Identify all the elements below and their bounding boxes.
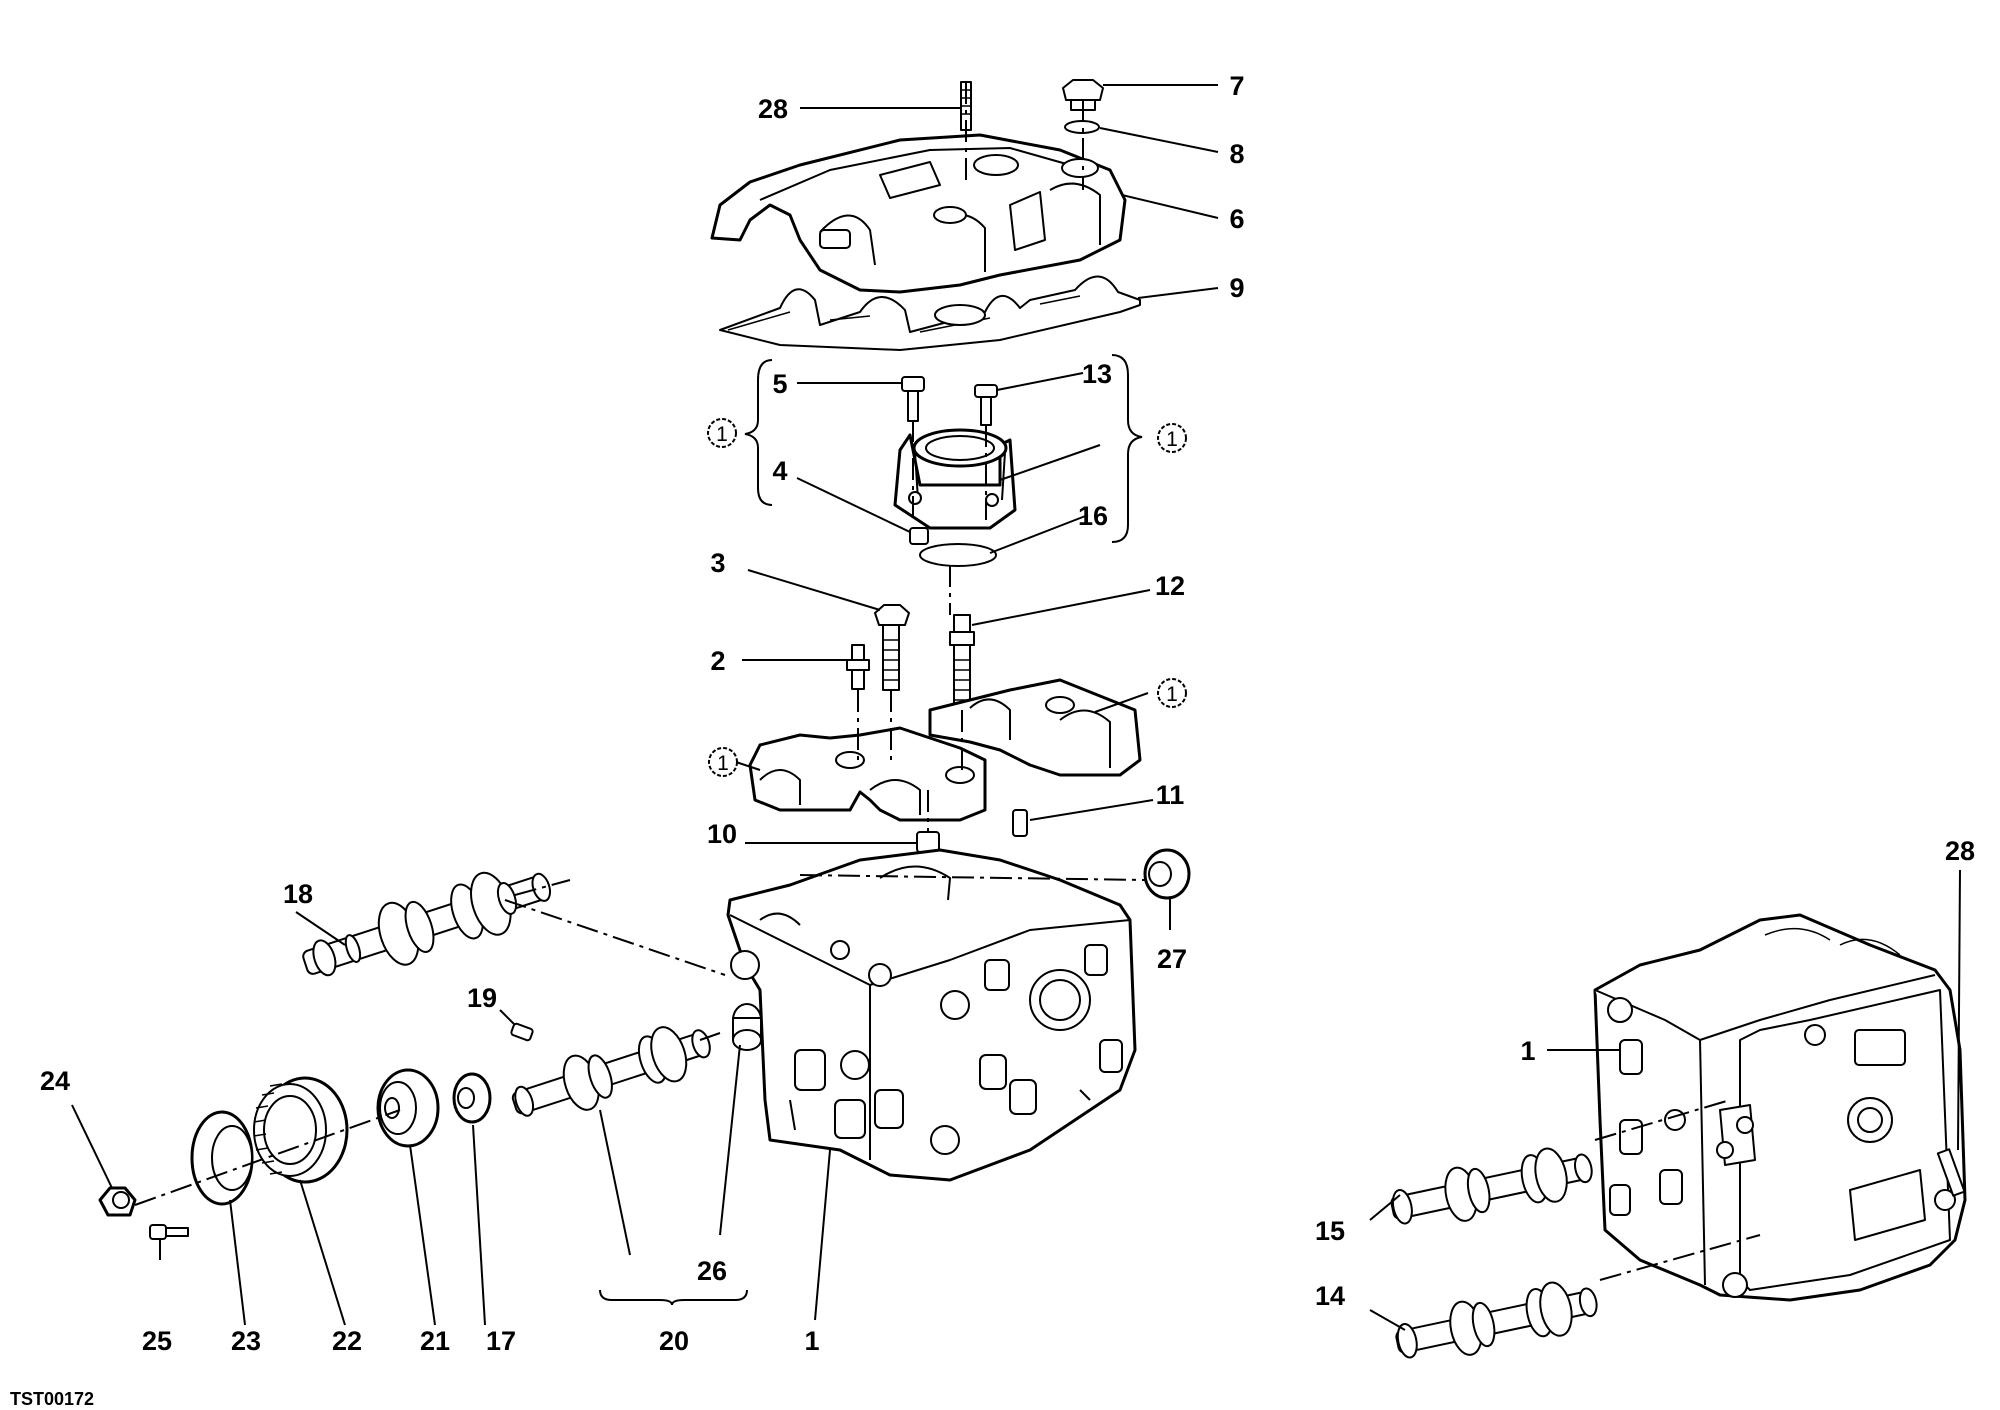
studs-and-bolts: [510, 79, 1104, 1042]
callout-labels: 28 7 8 6 9 5 13 4 16 3 12 2 11 10 18 27 …: [40, 71, 1975, 1356]
callout-1: 1: [804, 1326, 819, 1356]
cylinder-head-rear-view: [1593, 913, 1967, 1302]
callout-6: 6: [1229, 204, 1244, 234]
hub-21: [376, 1068, 440, 1148]
spacer-17: [452, 1072, 492, 1124]
camshaft-rear-lower: [1395, 1281, 1598, 1359]
leader-lines: [71, 84, 1961, 1331]
callout-5: 5: [772, 369, 787, 399]
group-bracket-right: [1111, 354, 1143, 543]
callout-19: 19: [467, 983, 497, 1013]
circled-note-1: 1: [707, 418, 737, 448]
callout-16: 16: [1078, 501, 1108, 531]
callout-9: 9: [1229, 273, 1244, 303]
note-text: 1: [717, 752, 729, 775]
timing-pulley: [253, 1076, 349, 1184]
circled-note-3: 1: [1157, 678, 1187, 708]
camshaft-cap-front: [748, 726, 987, 822]
washer-23: [190, 1110, 254, 1206]
camshaft-rear-upper: [1390, 1147, 1593, 1225]
bolt-25: [149, 1224, 189, 1240]
callout-11: 11: [1156, 780, 1185, 810]
camshaft-seal-rear: [1143, 848, 1191, 900]
callout-28-right: 28: [1945, 836, 1975, 866]
circled-note-2: 1: [1157, 423, 1187, 453]
note-text: 1: [1166, 683, 1178, 706]
callout-1-right: 1: [1520, 1036, 1535, 1066]
camshaft-cap-rear: [928, 678, 1142, 777]
cylinder-head-main: [726, 848, 1137, 1182]
callout-12: 12: [1155, 571, 1185, 601]
callout-7: 7: [1229, 71, 1244, 101]
valve-cover: [710, 133, 1127, 294]
callout-2: 2: [710, 646, 725, 676]
callout-4: 4: [772, 456, 787, 486]
callout-20: 20: [659, 1326, 689, 1356]
circled-note-4: 1: [708, 747, 738, 777]
note-text: 1: [716, 423, 728, 446]
valve-cover-gasket: [719, 275, 1141, 351]
callout-21: 21: [420, 1326, 450, 1356]
group-bracket-left: [744, 359, 773, 506]
assembly-centerlines: [134, 82, 1761, 1281]
note-text: 1: [1166, 428, 1178, 451]
camshaft-exhaust: [302, 871, 551, 977]
callout-10: 10: [707, 819, 737, 849]
nut-24: [98, 1186, 137, 1217]
callout-14: 14: [1315, 1281, 1345, 1311]
callout-28: 28: [758, 94, 788, 124]
callout-27: 27: [1157, 944, 1187, 974]
callout-15: 15: [1315, 1216, 1345, 1246]
figure-id: TST00172: [10, 1389, 94, 1409]
callout-13: 13: [1082, 359, 1112, 389]
callout-26: 26: [697, 1256, 727, 1286]
callout-18: 18: [283, 879, 313, 909]
callout-22: 22: [332, 1326, 362, 1356]
callout-23: 23: [231, 1326, 261, 1356]
callout-24: 24: [40, 1066, 70, 1096]
camshaft-intake: [511, 1026, 711, 1117]
callout-8: 8: [1229, 139, 1244, 169]
bracket-20: [599, 1289, 748, 1306]
callout-17: 17: [486, 1326, 516, 1356]
callout-3: 3: [710, 548, 725, 578]
callout-25: 25: [142, 1326, 172, 1356]
